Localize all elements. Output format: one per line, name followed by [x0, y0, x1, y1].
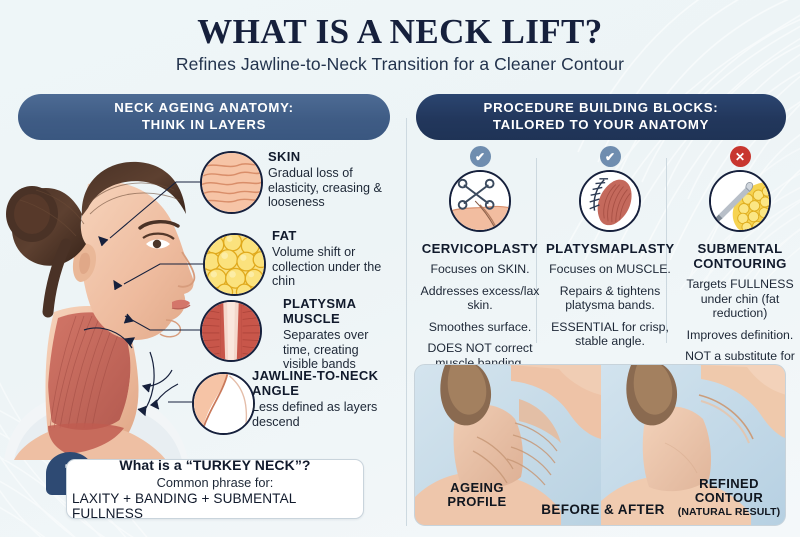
layer-body-jawline: Less defined as layers descend: [252, 399, 378, 429]
layer-item-skin: SKIN Gradual loss of elasticity, creasin…: [268, 149, 392, 210]
procedure-divider-1: [536, 158, 537, 343]
procedure-point: Focuses on MUSCLE.: [549, 262, 671, 277]
procedure-point: ESSENTIAL for crisp, stable angle.: [551, 319, 669, 349]
procedure-points-cervicoplasty: Focuses on SKIN. Addresses excess/lax sk…: [416, 262, 544, 370]
photo-label-refined-sub: (NATURAL RESULT): [677, 505, 781, 518]
photo-label-refined-main: REFINED CONTOUR: [694, 476, 764, 506]
right-panel-header-line1: PROCEDURE BUILDING BLOCKS:: [483, 100, 719, 116]
check-glyph: ✔: [474, 149, 486, 164]
procedure-points-platysmaplasty: Focuses on MUSCLE. Repairs & tightens pl…: [546, 262, 674, 349]
refined-contour-photo: [601, 365, 785, 525]
layer-item-platysma: PLATYSMA MUSCLE Separates over time, cre…: [283, 296, 395, 372]
layer-title-fat: FAT: [272, 228, 297, 243]
neck-anatomy-portrait: [4, 161, 196, 460]
muscle-fibers-icon: [200, 300, 262, 362]
layer-body-fat: Volume shift or collection under the chi…: [272, 244, 382, 289]
layer-body-skin: Gradual loss of elasticity, creasing & l…: [268, 165, 382, 210]
callout-line-2: Common phrase for:: [156, 474, 274, 490]
photo-label-before-after: BEFORE & AFTER: [541, 502, 665, 517]
layer-item-jawline: JAWLINE-TO-NECK ANGLE Less defined as la…: [252, 368, 398, 429]
procedure-divider-2: [666, 158, 667, 343]
cross-badge-icon: ✕: [729, 146, 751, 167]
left-panel-header-line2: THINK IN LAYERS: [141, 117, 267, 132]
jawline-contour-icon: [192, 372, 255, 435]
procedure-point: Focuses on SKIN.: [430, 262, 530, 277]
procedure-platysmaplasty: ✔ PLATYSMAPLASTY: [546, 146, 674, 356]
cross-glyph: ✕: [734, 149, 746, 164]
left-panel-header-line1: NECK AGEING ANATOMY:: [114, 100, 294, 116]
check-badge-icon: ✔: [599, 146, 621, 167]
turkey-neck-callout: What is a “TURKEY NECK”? Common phrase f…: [66, 456, 364, 521]
callout-line-3: LAXITY + BANDING + SUBMENTAL FULLNESS: [72, 490, 296, 521]
procedure-point: Smoothes surface.: [428, 319, 532, 334]
before-after-photo-panel: AGEING PROFILE BEFORE & AFTER REFINED CO…: [414, 364, 786, 526]
layer-body-platysma: Separates over time, creating visible ba…: [283, 327, 369, 372]
procedure-point: Repairs & tightens platysma bands.: [559, 283, 661, 313]
page-subtitle: Refines Jawline-to-Neck Transition for a…: [175, 54, 625, 74]
photo-label-ageing: AGEING PROFILE: [447, 480, 507, 510]
skin-texture-icon: [200, 151, 263, 214]
cannula-fat-icon: [709, 170, 771, 232]
right-panel-header-line2: TAILORED TO YOUR ANATOMY: [492, 117, 710, 132]
left-panel-header: NECK AGEING ANATOMY: THINK IN LAYERS: [18, 94, 390, 140]
procedure-point: Improves definition.: [686, 327, 794, 342]
layer-title-skin: SKIN: [268, 149, 301, 164]
leader-lines: [83, 181, 203, 417]
right-panel-header: PROCEDURE BUILDING BLOCKS: TAILORED TO Y…: [416, 94, 786, 140]
panel-divider: [406, 118, 407, 526]
layer-item-fat: FAT Volume shift or collection under the…: [272, 228, 394, 289]
callout-line-1: What is a “TURKEY NECK”?: [119, 456, 311, 473]
ageing-profile-photo: [415, 365, 601, 525]
layer-title-platysma: PLATYSMA MUSCLE: [283, 296, 356, 326]
procedure-submental-contouring: ✕ SUBMENTAL CONTOURING Ta: [676, 146, 800, 385]
layer-title-jawline: JAWLINE-TO-NECK ANGLE: [252, 368, 379, 398]
procedure-points-submental: Targets FULLNESS under chin (fat reducti…: [676, 277, 800, 378]
sutured-muscle-icon: [579, 170, 641, 232]
procedure-name-submental: SUBMENTAL CONTOURING: [693, 241, 787, 272]
procedure-cervicoplasty: ✔ CERVICOPLASTY: [416, 146, 544, 377]
photo-label-refined: REFINED CONTOUR (NATURAL RESULT): [677, 476, 781, 518]
page-title: WHAT IS A NECK LIFT?: [197, 12, 603, 51]
fat-cells-icon: [203, 233, 266, 296]
procedure-point: Targets FULLNESS under chin (fat reducti…: [686, 277, 794, 321]
procedure-name-cervicoplasty: CERVICOPLASTY: [421, 241, 539, 256]
check-glyph: ✔: [604, 149, 616, 164]
check-badge-icon: ✔: [469, 146, 491, 167]
scissors-skin-icon: [449, 170, 511, 232]
procedure-point: Addresses excess/lax skin.: [420, 283, 540, 313]
procedure-name-platysmaplasty: PLATYSMAPLASTY: [546, 241, 675, 256]
